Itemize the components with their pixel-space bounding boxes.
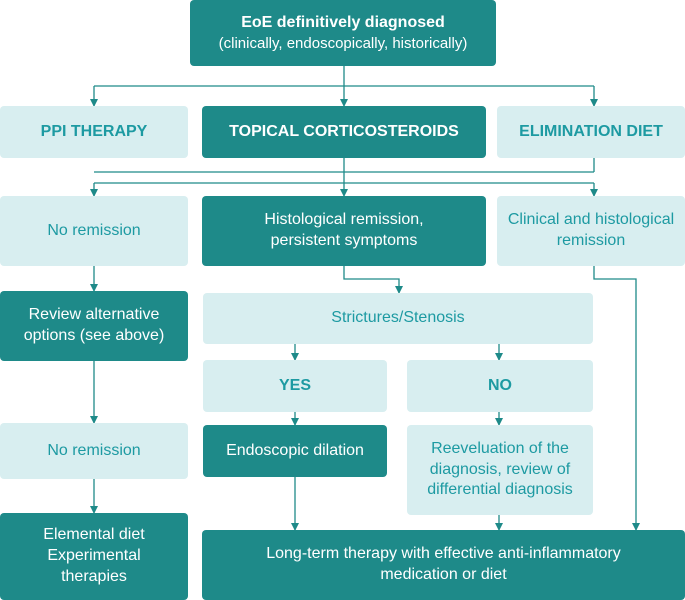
arrow-clinical-to-longterm xyxy=(593,266,640,531)
elemental-line-1: Elemental diet xyxy=(43,526,145,544)
topical-corticosteroids-box: TOPICAL CORTICOSTEROIDS xyxy=(202,106,486,158)
endoscopic-dilation-label: Endoscopic dilation xyxy=(226,441,364,459)
longterm-line-2: medication or diet xyxy=(380,566,507,583)
strictures-label: Strictures/Stenosis xyxy=(331,309,465,327)
diagnosis-title: EoE definitively diagnosed xyxy=(241,13,445,31)
clinical-histological-box: Clinical and histological remission xyxy=(497,196,685,266)
histological-line-2: persistent symptoms xyxy=(270,232,418,249)
histological-remission-box: Histological remission, persistent sympt… xyxy=(202,196,486,266)
longterm-line-1: Long-term therapy with effective anti-in… xyxy=(266,545,621,563)
reevaluation-line-2: diagnosis, review of xyxy=(429,460,571,478)
reevaluation-line-3: differential diagnosis xyxy=(427,481,573,499)
no-remission-2-box: No remission xyxy=(0,423,188,479)
yes-box: YES xyxy=(203,360,387,412)
reevaluation-line-1: Reeveluation of the xyxy=(431,439,569,457)
diagnosis-subtitle: (clinically, endoscopically, historicall… xyxy=(218,34,468,52)
review-line-2: options (see above) xyxy=(23,327,165,344)
no-remission-label: No remission xyxy=(47,221,141,239)
no-box: NO xyxy=(407,360,593,412)
clinical-line-2: remission xyxy=(556,232,626,249)
arrow-to-strictures xyxy=(343,266,403,294)
strictures-box: Strictures/Stenosis xyxy=(203,293,593,344)
elimination-diet-box: ELIMINATION DIET xyxy=(497,106,685,158)
clinical-line-1: Clinical and histological xyxy=(507,211,675,229)
no-remission-box: No remission xyxy=(0,196,188,266)
elimination-diet-label: ELIMINATION DIET xyxy=(519,122,663,140)
elemental-line-2: Experimental xyxy=(47,547,141,565)
long-term-therapy-box: Long-term therapy with effective anti-in… xyxy=(202,530,685,600)
reevaluation-box: Reeveluation of the diagnosis, review of… xyxy=(407,425,593,515)
no-label: NO xyxy=(488,376,512,394)
endoscopic-dilation-box: Endoscopic dilation xyxy=(203,425,387,477)
review-line-1: Review alternative xyxy=(28,306,160,324)
elemental-line-3: therapies xyxy=(61,567,127,585)
no-remission-2-label: No remission xyxy=(47,441,141,459)
ppi-therapy-label: PPI THERAPY xyxy=(40,122,148,140)
review-alternatives-box: Review alternative options (see above) xyxy=(0,291,188,361)
elemental-diet-box: Elemental diet Experimental therapies xyxy=(0,513,188,600)
topical-corticosteroids-label: TOPICAL CORTICOSTEROIDS xyxy=(229,122,459,140)
histological-line-1: Histological remission, xyxy=(264,211,424,229)
ppi-therapy-box: PPI THERAPY xyxy=(0,106,188,158)
diagnosis-box: EoE definitively diagnosed (clinically, … xyxy=(190,0,496,66)
yes-label: YES xyxy=(278,376,311,394)
